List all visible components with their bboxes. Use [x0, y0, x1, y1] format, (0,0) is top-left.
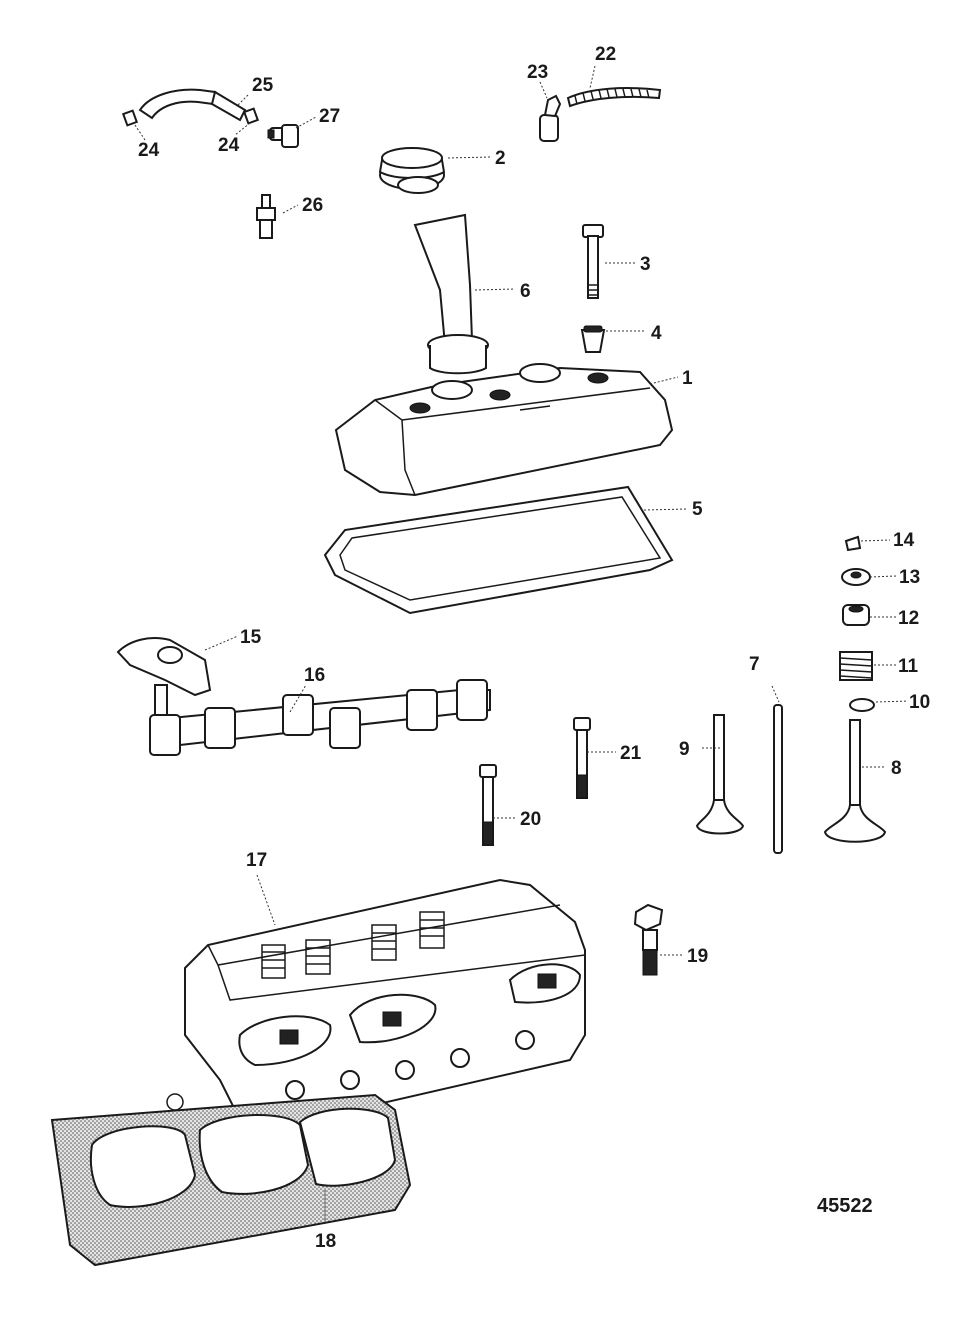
callout-20: 20 [520, 809, 541, 830]
callout-12: 12 [898, 608, 919, 629]
callout-26: 26 [302, 195, 323, 216]
callout-10: 10 [909, 692, 930, 713]
callout-13: 13 [899, 567, 920, 588]
rocker-arm-part [116, 637, 212, 724]
callout-23: 23 [527, 62, 548, 83]
head-gasket-part [50, 1093, 412, 1267]
rocker-rail-part [149, 679, 491, 756]
cylinder-head-part [184, 878, 586, 1132]
callout-7: 7 [749, 654, 760, 675]
bolt-20-part [479, 764, 497, 846]
valve-rotator-part [842, 604, 870, 626]
exhaust-valve-part [823, 719, 887, 843]
figure-id: 45522 [817, 1195, 873, 1217]
pcv-valve-part [539, 94, 562, 142]
callout-25: 25 [252, 75, 274, 96]
callout-3: 3 [640, 254, 651, 275]
oil-fill-cap-part [378, 147, 446, 194]
stud-bolt-part [582, 224, 604, 299]
grommet-part [580, 325, 606, 353]
valve-spring-part [839, 651, 873, 681]
callout-11: 11 [898, 656, 919, 677]
callout-9: 9 [679, 739, 690, 760]
callout-27: 27 [319, 106, 340, 127]
callouts: 1 2 3 4 5 6 7 8 9 10 11 12 13 14 15 16 1… [138, 44, 930, 1252]
intake-valve-part [695, 714, 745, 835]
callout-14: 14 [893, 530, 915, 551]
vacuum-fitting-part [256, 194, 276, 239]
callout-2: 2 [495, 148, 506, 169]
callout-16: 16 [304, 665, 325, 686]
valve-keys-part [844, 535, 862, 552]
callout-4: 4 [651, 323, 662, 344]
oil-fill-tube-part [413, 213, 489, 375]
valve-cover-part [334, 363, 674, 497]
callout-24-right: 24 [218, 135, 240, 156]
spring-shim-part [849, 698, 875, 712]
fitting-part [267, 124, 299, 148]
bolt-21-part [573, 717, 591, 799]
leader-lines [134, 65, 909, 1225]
callout-19: 19 [687, 946, 708, 967]
push-rod-part [773, 704, 783, 854]
callout-15: 15 [240, 627, 262, 648]
callout-18: 18 [315, 1231, 336, 1252]
callout-5: 5 [692, 499, 703, 520]
callout-22: 22 [595, 44, 616, 65]
callout-21: 21 [620, 743, 642, 764]
callout-6: 6 [520, 281, 531, 302]
valve-cap-part [841, 568, 871, 586]
callout-17: 17 [246, 850, 267, 871]
breather-hose-part [121, 88, 260, 127]
callout-1: 1 [682, 368, 693, 389]
callout-8: 8 [891, 758, 902, 779]
corrugated-hose-part [566, 87, 662, 108]
valve-cover-gasket-part [323, 485, 674, 615]
callout-24-left: 24 [138, 140, 160, 161]
head-bolt-19-part [633, 903, 664, 976]
